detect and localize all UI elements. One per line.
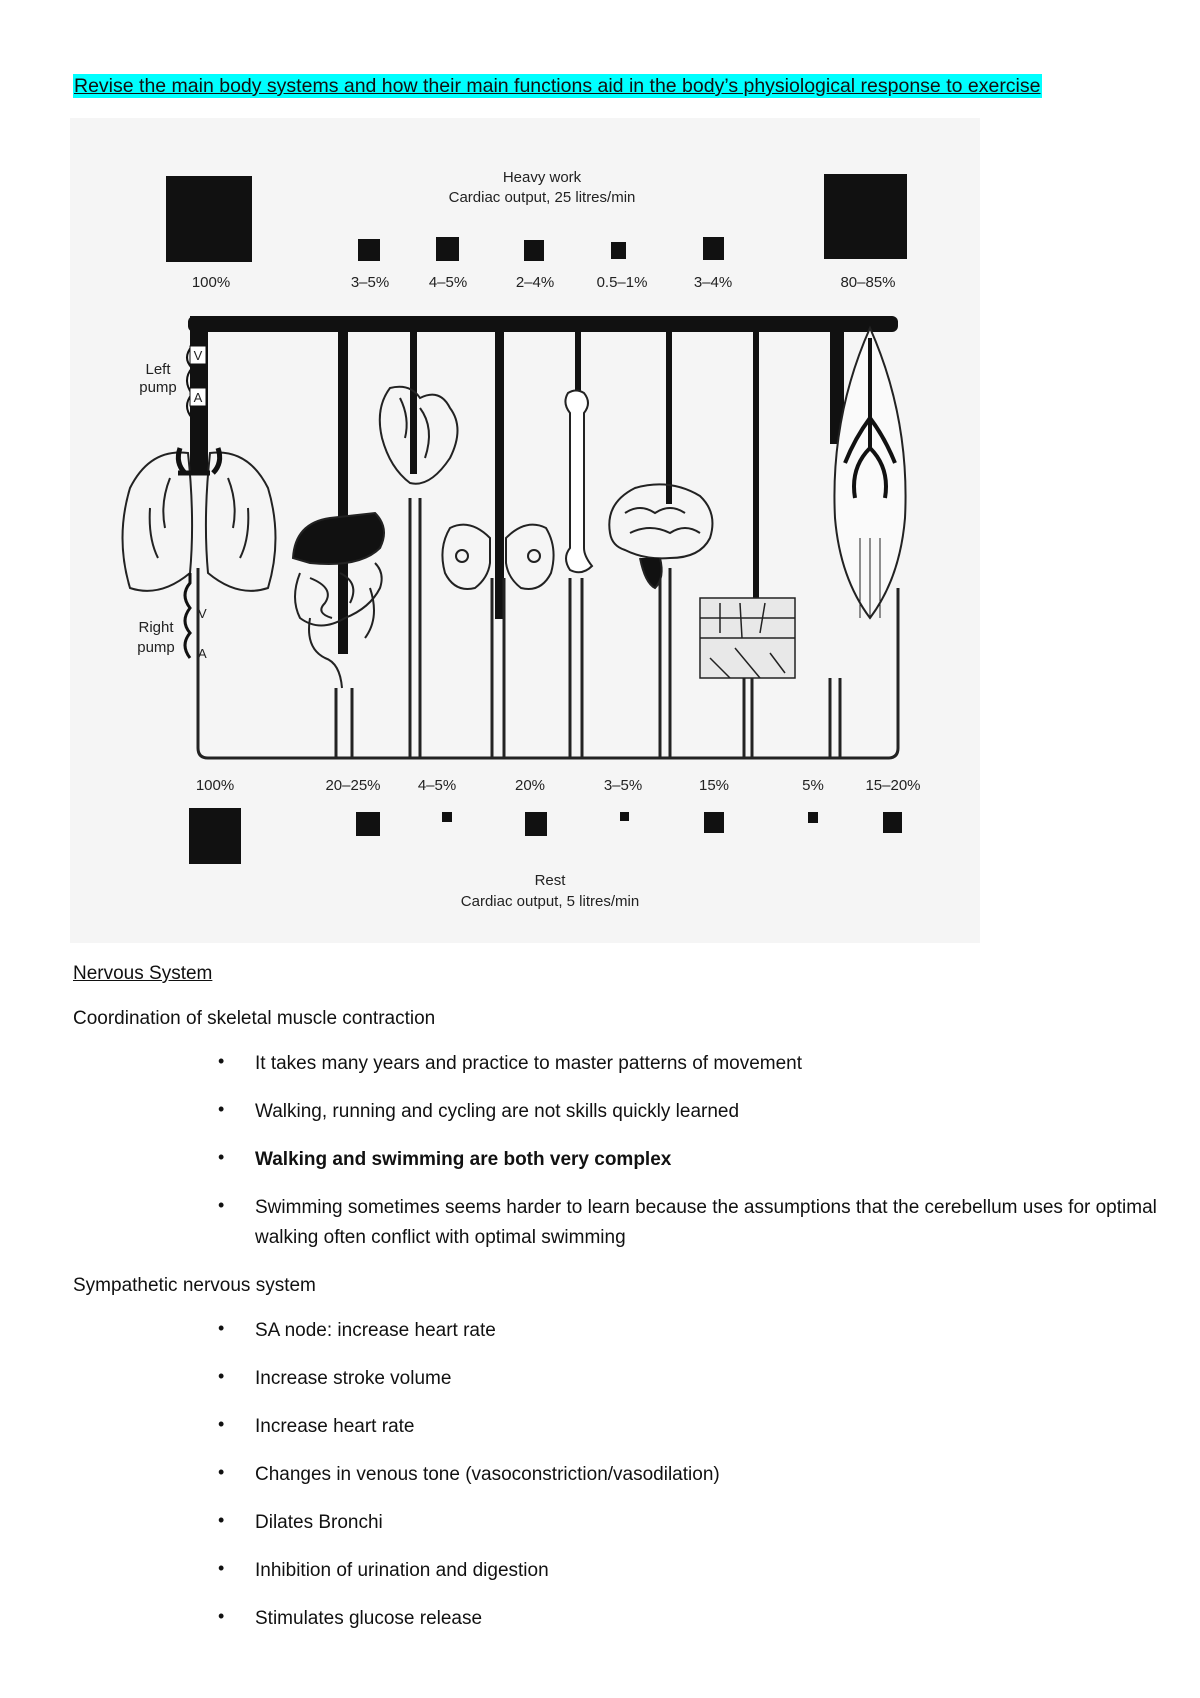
bullet-icon: •	[218, 1604, 224, 1628]
arterial-trunk	[188, 316, 898, 332]
bullet-icon: •	[218, 1097, 224, 1121]
heavy-work-title: Heavy work	[503, 169, 582, 186]
section-title: Nervous System	[73, 962, 1133, 986]
heavy-percent-0: 100%	[192, 274, 230, 291]
list-item: •Increase heart rate	[73, 1412, 1133, 1442]
left-pump-label-1: Left	[145, 361, 171, 378]
rest-square-skin	[808, 812, 818, 823]
bone-icon	[565, 391, 592, 573]
heavy-work-output: Cardiac output, 25 litres/min	[449, 189, 636, 206]
heavy-square-kidney	[524, 240, 544, 261]
list-item: •Swimming sometimes seems harder to lear…	[73, 1193, 1133, 1253]
nervous-system-section: Nervous System Coordination of skeletal …	[73, 962, 1133, 1655]
bullet-icon: •	[218, 1364, 224, 1388]
bullet-icon: •	[218, 1316, 224, 1340]
bullet-icon: •	[218, 1193, 224, 1217]
bullet-icon: •	[218, 1508, 224, 1532]
heavy-percent-5: 3–4%	[694, 274, 732, 291]
list-item: •Inhibition of urination and digestion	[73, 1556, 1133, 1586]
rest-square-bone	[620, 812, 629, 821]
bullet-icon: •	[218, 1049, 224, 1073]
heavy-square-heart	[436, 237, 459, 261]
bullet-icon: •	[218, 1556, 224, 1580]
rest-percent-5: 15%	[699, 777, 729, 794]
list-item: •Changes in venous tone (vasoconstrictio…	[73, 1460, 1133, 1490]
heart-icon	[380, 387, 458, 484]
left-pump-v: V	[194, 348, 203, 363]
list-item: •Walking, running and cycling are not sk…	[73, 1097, 1133, 1127]
rest-square-digestive	[356, 812, 380, 836]
heavy-percent-1: 3–5%	[351, 274, 389, 291]
rest-percent-3: 20%	[515, 777, 545, 794]
heavy-square-digestive	[358, 239, 380, 261]
rest-percent-0: 100%	[196, 777, 234, 794]
rest-title: Rest	[535, 872, 567, 889]
right-pump-label-1: Right	[138, 619, 174, 636]
heavy-percent-2: 4–5%	[429, 274, 467, 291]
heavy-percent-4: 0.5–1%	[597, 274, 648, 291]
heavy-square-total	[166, 176, 252, 262]
bullet-icon: •	[218, 1460, 224, 1484]
right-pump-v: V	[198, 606, 207, 621]
list-item: •Stimulates glucose release	[73, 1604, 1133, 1634]
right-pump-a: A	[198, 646, 207, 661]
heavy-percent-3: 2–4%	[516, 274, 554, 291]
list-item: •It takes many years and practice to mas…	[73, 1049, 1133, 1079]
heavy-square-bone	[611, 242, 626, 259]
muscle-icon	[834, 328, 905, 618]
sympathetic-title: Sympathetic nervous system	[73, 1274, 1133, 1298]
rest-percent-1: 20–25%	[325, 777, 380, 794]
brain-icon	[609, 484, 712, 588]
rest-percent-4: 3–5%	[604, 777, 642, 794]
skin-icon	[700, 598, 795, 678]
cardiac-output-diagram: Heavy work Cardiac output, 25 litres/min…	[70, 118, 980, 943]
rest-square-kidney	[525, 812, 547, 836]
list-item: •Increase stroke volume	[73, 1364, 1133, 1394]
rest-square-muscle	[883, 812, 902, 833]
right-pump-label-2: pump	[137, 639, 175, 656]
heavy-square-muscle	[824, 174, 907, 259]
left-pump-label-2: pump	[139, 379, 177, 396]
rest-percent-2: 4–5%	[418, 777, 456, 794]
bullet-icon: •	[218, 1145, 224, 1169]
list-item: •Dilates Bronchi	[73, 1508, 1133, 1538]
list-item: •SA node: increase heart rate	[73, 1316, 1133, 1346]
list-item: •Walking and swimming are both very comp…	[73, 1145, 1133, 1175]
rest-square-total	[189, 808, 241, 864]
heavy-percent-6: 80–85%	[840, 274, 895, 291]
coordination-title: Coordination of skeletal muscle contract…	[73, 1007, 1133, 1031]
left-pump-a: A	[194, 390, 203, 405]
heavy-square-brain	[703, 237, 724, 260]
rest-output: Cardiac output, 5 litres/min	[461, 893, 639, 910]
rest-percent-6: 5%	[802, 777, 824, 794]
page-title: Revise the main body systems and how the…	[73, 74, 1042, 98]
rest-square-heart	[442, 812, 452, 822]
coordination-list: •It takes many years and practice to mas…	[73, 1049, 1133, 1253]
bullet-icon: •	[218, 1412, 224, 1436]
rest-square-brain	[704, 812, 724, 833]
sympathetic-list: •SA node: increase heart rate •Increase …	[73, 1316, 1133, 1634]
rest-percent-7: 15–20%	[865, 777, 920, 794]
